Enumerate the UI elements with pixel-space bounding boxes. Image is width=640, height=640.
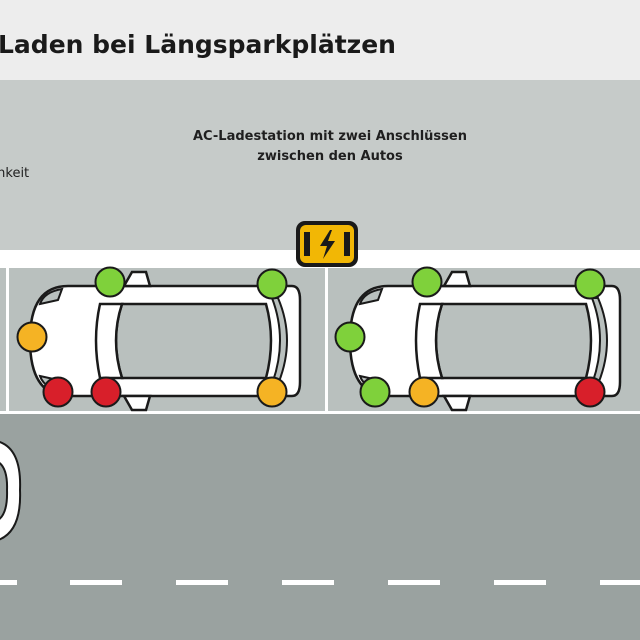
- charging-port-green: [256, 268, 288, 300]
- road-car-window: [0, 462, 9, 520]
- bay-divider: [6, 268, 9, 414]
- title-band: [0, 0, 640, 80]
- car-left-mirror-bottom: [121, 394, 152, 412]
- lane-dash: [282, 580, 334, 585]
- charging-station: [296, 221, 358, 267]
- charging-port-yellow: [16, 321, 48, 353]
- car-right-headlight-top: [358, 287, 384, 306]
- charging-port-green: [359, 376, 391, 408]
- car-left: [28, 270, 302, 412]
- car-right: [348, 270, 622, 412]
- connector-left: [304, 232, 310, 256]
- road-car-partial: [0, 441, 22, 541]
- lane-dash: [494, 580, 546, 585]
- road-area: [0, 414, 640, 640]
- bay-divider: [325, 268, 328, 414]
- charging-port-yellow: [256, 376, 288, 408]
- page-title: Laden bei Längsparkplätzen: [0, 30, 396, 59]
- charging-station-callout: AC-Ladestation mit zwei Anschlüssen zwis…: [170, 127, 490, 167]
- car-left-headlight-top: [38, 287, 64, 306]
- parking-edge-line: [0, 411, 640, 414]
- connector-right: [344, 232, 350, 256]
- lane-dash: [388, 580, 440, 585]
- legend-fragment-1: chkeit: [0, 166, 30, 181]
- car-left-mirror-top: [121, 270, 152, 288]
- lane-dash: [600, 580, 640, 585]
- charging-port-green: [334, 321, 366, 353]
- car-left-cabin: [114, 302, 273, 380]
- charging-port-red: [42, 376, 74, 408]
- car-right-mirror-bottom: [441, 394, 472, 412]
- callout-line-1: AC-Ladestation mit zwei Anschlüssen: [193, 129, 467, 144]
- charging-port-yellow: [408, 376, 440, 408]
- charging-port-green: [411, 266, 443, 298]
- charging-port-green: [94, 266, 126, 298]
- callout-line-2: zwischen den Autos: [257, 149, 403, 164]
- charging-port-green: [574, 268, 606, 300]
- lane-dash: [0, 580, 17, 585]
- lane-markings: [0, 580, 640, 585]
- lightning-bolt-icon: [320, 230, 335, 259]
- car-right-mirror-top: [441, 270, 472, 288]
- charging-port-red: [574, 376, 606, 408]
- car-right-windshield: [414, 302, 444, 380]
- charging-ports: [16, 266, 606, 408]
- lane-dash: [176, 580, 228, 585]
- lane-dash: [70, 580, 122, 585]
- charging-port-red: [90, 376, 122, 408]
- car-left-windshield: [94, 302, 124, 380]
- car-right-cabin: [434, 302, 593, 380]
